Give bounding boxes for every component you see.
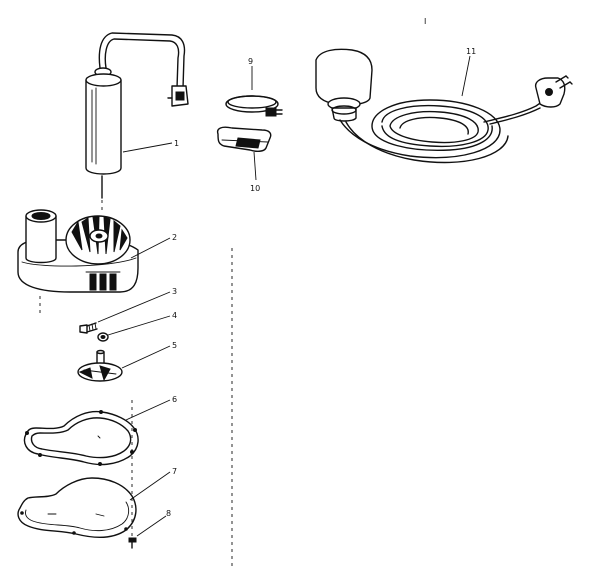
callout-4: 4	[172, 311, 177, 320]
housing-fins	[71, 215, 128, 255]
part-8-screw: 8	[128, 509, 171, 549]
part-3-screw: 3	[79, 287, 177, 334]
part-4-washer: 4	[97, 311, 177, 342]
part-11-switch-cord: 11	[315, 47, 573, 164]
callout-9: 9	[248, 57, 253, 66]
callout-11: 11	[466, 47, 476, 56]
part-2-pump-housing: 2	[17, 209, 177, 316]
part-10-clip: 10	[216, 126, 272, 193]
part-9-hose-clamp: 9	[225, 57, 283, 117]
part-7-cover-plate: 7	[17, 467, 177, 538]
callout-10: 10	[250, 184, 260, 193]
part-1-motor: 1	[85, 32, 189, 199]
callout-8: 8	[166, 509, 171, 518]
top-mark-label: I	[424, 17, 426, 26]
callout-7: 7	[172, 467, 177, 476]
callout-1: 1	[174, 139, 179, 148]
part-6-gasket: 6	[23, 395, 177, 466]
part-5-impeller: 5	[77, 341, 177, 382]
callout-2: 2	[172, 233, 177, 242]
callout-5: 5	[172, 341, 177, 350]
callout-6: 6	[172, 395, 177, 404]
callout-3: 3	[172, 287, 177, 296]
